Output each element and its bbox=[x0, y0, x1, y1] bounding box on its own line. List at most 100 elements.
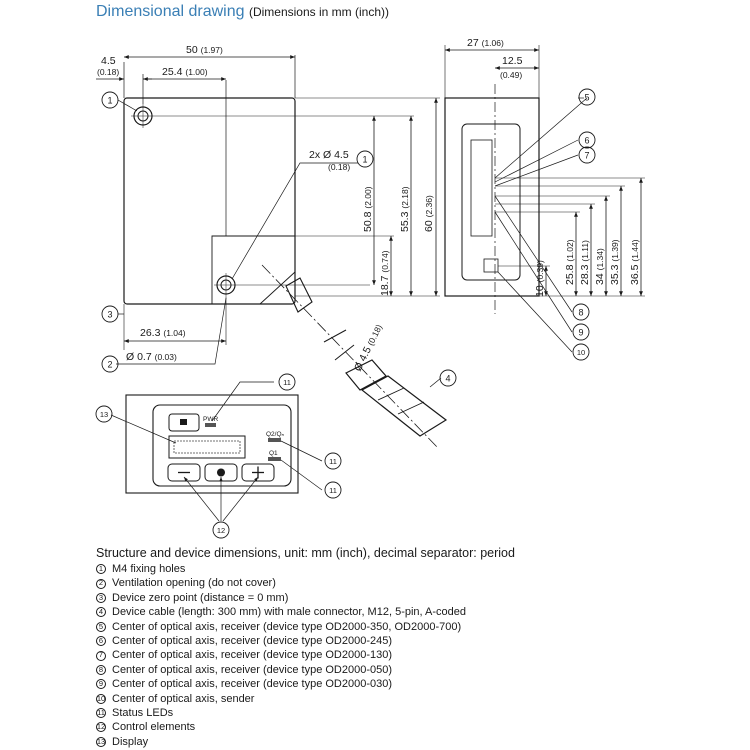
callout-12: 12 bbox=[212, 521, 230, 539]
q1-led bbox=[268, 457, 281, 461]
svg-text:1: 1 bbox=[107, 96, 112, 106]
dim-0-7: Ø 0.7 (0.03) bbox=[126, 351, 177, 363]
callout-8: 8 bbox=[572, 303, 590, 321]
dim-hole-x: 25.4 (1.00) bbox=[162, 66, 208, 78]
callout-5: 5 bbox=[578, 88, 596, 106]
front-view: 50 (1.97) 25.4 (1.00) 4.5 (0.18) 2x Ø 4.… bbox=[96, 44, 448, 449]
lcd-display bbox=[168, 435, 246, 459]
legend-number-icon: 1 bbox=[96, 564, 106, 575]
legend-number-icon: 11 bbox=[96, 707, 106, 719]
legend-text: Center of optical axis, receiver (device… bbox=[112, 620, 462, 633]
legend-text: Display bbox=[112, 735, 149, 748]
dot-icon bbox=[217, 468, 225, 477]
dim-side-28-3: 28.3 (1.11) bbox=[579, 240, 591, 285]
legend-text: Center of optical axis, receiver (device… bbox=[112, 678, 393, 691]
legend-number-icon: 10 bbox=[96, 693, 106, 704]
svg-text:1: 1 bbox=[362, 155, 367, 165]
dim-edge-left-in: (0.18) bbox=[97, 67, 119, 77]
svg-text:11: 11 bbox=[329, 457, 337, 466]
legend-text: Center of optical axis, receiver (device… bbox=[112, 663, 393, 676]
legend-number-icon: 9 bbox=[96, 679, 106, 690]
legend-text: Center of optical axis, sender bbox=[112, 692, 255, 705]
plus-key bbox=[241, 463, 275, 482]
svg-text:2: 2 bbox=[107, 360, 112, 370]
dim-27: 27 (1.06) bbox=[467, 37, 504, 49]
callout-1-hole: 1 bbox=[356, 150, 374, 168]
q2-led bbox=[268, 438, 281, 442]
dim-side-25-8: 25.8 (1.02) bbox=[564, 239, 576, 285]
legend-item: 2 Ventilation opening (do not cover) bbox=[96, 576, 736, 590]
legend-number-icon: 2 bbox=[96, 578, 106, 589]
callouts: 1 1 3 2 4 5 6 7 8 9 10 11 11 11 12 13 bbox=[95, 88, 596, 539]
legend-number-icon: 7 bbox=[96, 650, 106, 661]
legend-number-icon: 13 bbox=[96, 736, 106, 747]
svg-text:4: 4 bbox=[445, 374, 450, 384]
legend-number-icon: 4 bbox=[96, 607, 106, 618]
drawing-title: Dimensional drawing (Dimensions in mm (i… bbox=[96, 3, 389, 21]
legend-item: 4 Device cable (length: 300 mm) with male… bbox=[96, 605, 736, 619]
callout-11-q2: 11 bbox=[324, 452, 342, 470]
svg-text:7: 7 bbox=[584, 151, 589, 161]
legend: Structure and device dimensions, unit: m… bbox=[96, 546, 736, 749]
device-cable bbox=[261, 264, 448, 449]
callout-7: 7 bbox=[578, 146, 596, 164]
legend-number-icon: 6 bbox=[96, 636, 106, 647]
svg-text:9: 9 bbox=[578, 328, 583, 338]
callout-3: 3 bbox=[101, 305, 119, 323]
legend-item: 1 M4 fixing holes bbox=[96, 562, 736, 576]
dim-18-7: 18.7 (0.74) bbox=[379, 250, 391, 296]
display-housing bbox=[125, 394, 299, 494]
legend-text: Device cable (length: 300 mm) with male … bbox=[112, 606, 467, 619]
callout-13: 13 bbox=[95, 405, 113, 423]
legend-item: 7 Center of optical axis, receiver (devic… bbox=[96, 648, 736, 662]
dim-26-3: 26.3 (1.04) bbox=[140, 327, 186, 339]
pwr-label: PWR bbox=[203, 416, 218, 423]
callout-9: 9 bbox=[572, 323, 590, 341]
legend-item: 13 Display bbox=[96, 735, 736, 749]
dim-side-35-3: 35.3 (1.39) bbox=[609, 239, 621, 285]
dim-50-8: 50.8 (2.00) bbox=[362, 186, 374, 232]
menu-key bbox=[168, 413, 200, 432]
dim-side-10: 10 (0.39) bbox=[534, 260, 546, 297]
title-sub: (Dimensions in mm (inch)) bbox=[248, 5, 389, 19]
dim-12-5-in: (0.49) bbox=[500, 70, 522, 80]
callout-2: 2 bbox=[101, 355, 119, 373]
device-body-front bbox=[123, 97, 296, 305]
dim-side-34: 34 (1.34) bbox=[594, 248, 606, 285]
dim-cable: Ø 4.5 (0.18) bbox=[352, 322, 385, 373]
legend-text: M4 fixing holes bbox=[112, 563, 186, 575]
legend-text: Control elements bbox=[112, 721, 196, 734]
mounting-hole-top bbox=[131, 104, 155, 128]
dim-side-36-5: 36.5 (1.44) bbox=[629, 239, 641, 285]
device-body-side bbox=[444, 97, 540, 297]
svg-text:11: 11 bbox=[283, 378, 291, 387]
legend-number-icon: 3 bbox=[96, 593, 106, 603]
legend-number-icon: 8 bbox=[96, 665, 106, 675]
legend-text: Center of optical axis, receiver (device… bbox=[112, 649, 393, 662]
legend-text: Center of optical axis, receiver (device… bbox=[112, 634, 393, 647]
callout-4: 4 bbox=[439, 369, 457, 387]
svg-text:8: 8 bbox=[578, 308, 583, 318]
mounting-hole-bottom bbox=[214, 273, 238, 297]
legend-title: Structure and device dimensions, unit: m… bbox=[96, 546, 515, 560]
callout-6: 6 bbox=[578, 131, 596, 149]
legend-item: 8 Center of optical axis, receiver (devic… bbox=[96, 663, 736, 677]
legend-item: 9 Center of optical axis, receiver (devic… bbox=[96, 677, 736, 691]
legend-number-icon: 12 bbox=[96, 722, 106, 733]
q2-label: Q2/Qₙ bbox=[266, 431, 285, 438]
display-view: PWR Q2/Qₙ Q1 bbox=[110, 381, 323, 522]
q1-label: Q1 bbox=[269, 450, 278, 457]
callout-1-top: 1 bbox=[101, 91, 119, 109]
legend-text: Ventilation opening (do not cover) bbox=[112, 577, 276, 590]
side-view: 27 (1.06) 12.5 (0.49) 10 (0.39) 25.8 (1.… bbox=[444, 37, 645, 353]
stop-icon bbox=[180, 419, 187, 425]
legend-item: 6 Center of optical axis, receiver (devic… bbox=[96, 634, 736, 648]
callout-10: 10 bbox=[572, 343, 590, 361]
svg-text:11: 11 bbox=[329, 486, 337, 495]
dim-hole-callout-in: (0.18) bbox=[328, 162, 350, 172]
dim-12-5: 12.5 bbox=[502, 55, 523, 67]
title-main: Dimensional drawing bbox=[96, 3, 245, 20]
svg-text:6: 6 bbox=[584, 136, 589, 146]
legend-item: 12 Control elements bbox=[96, 720, 736, 734]
